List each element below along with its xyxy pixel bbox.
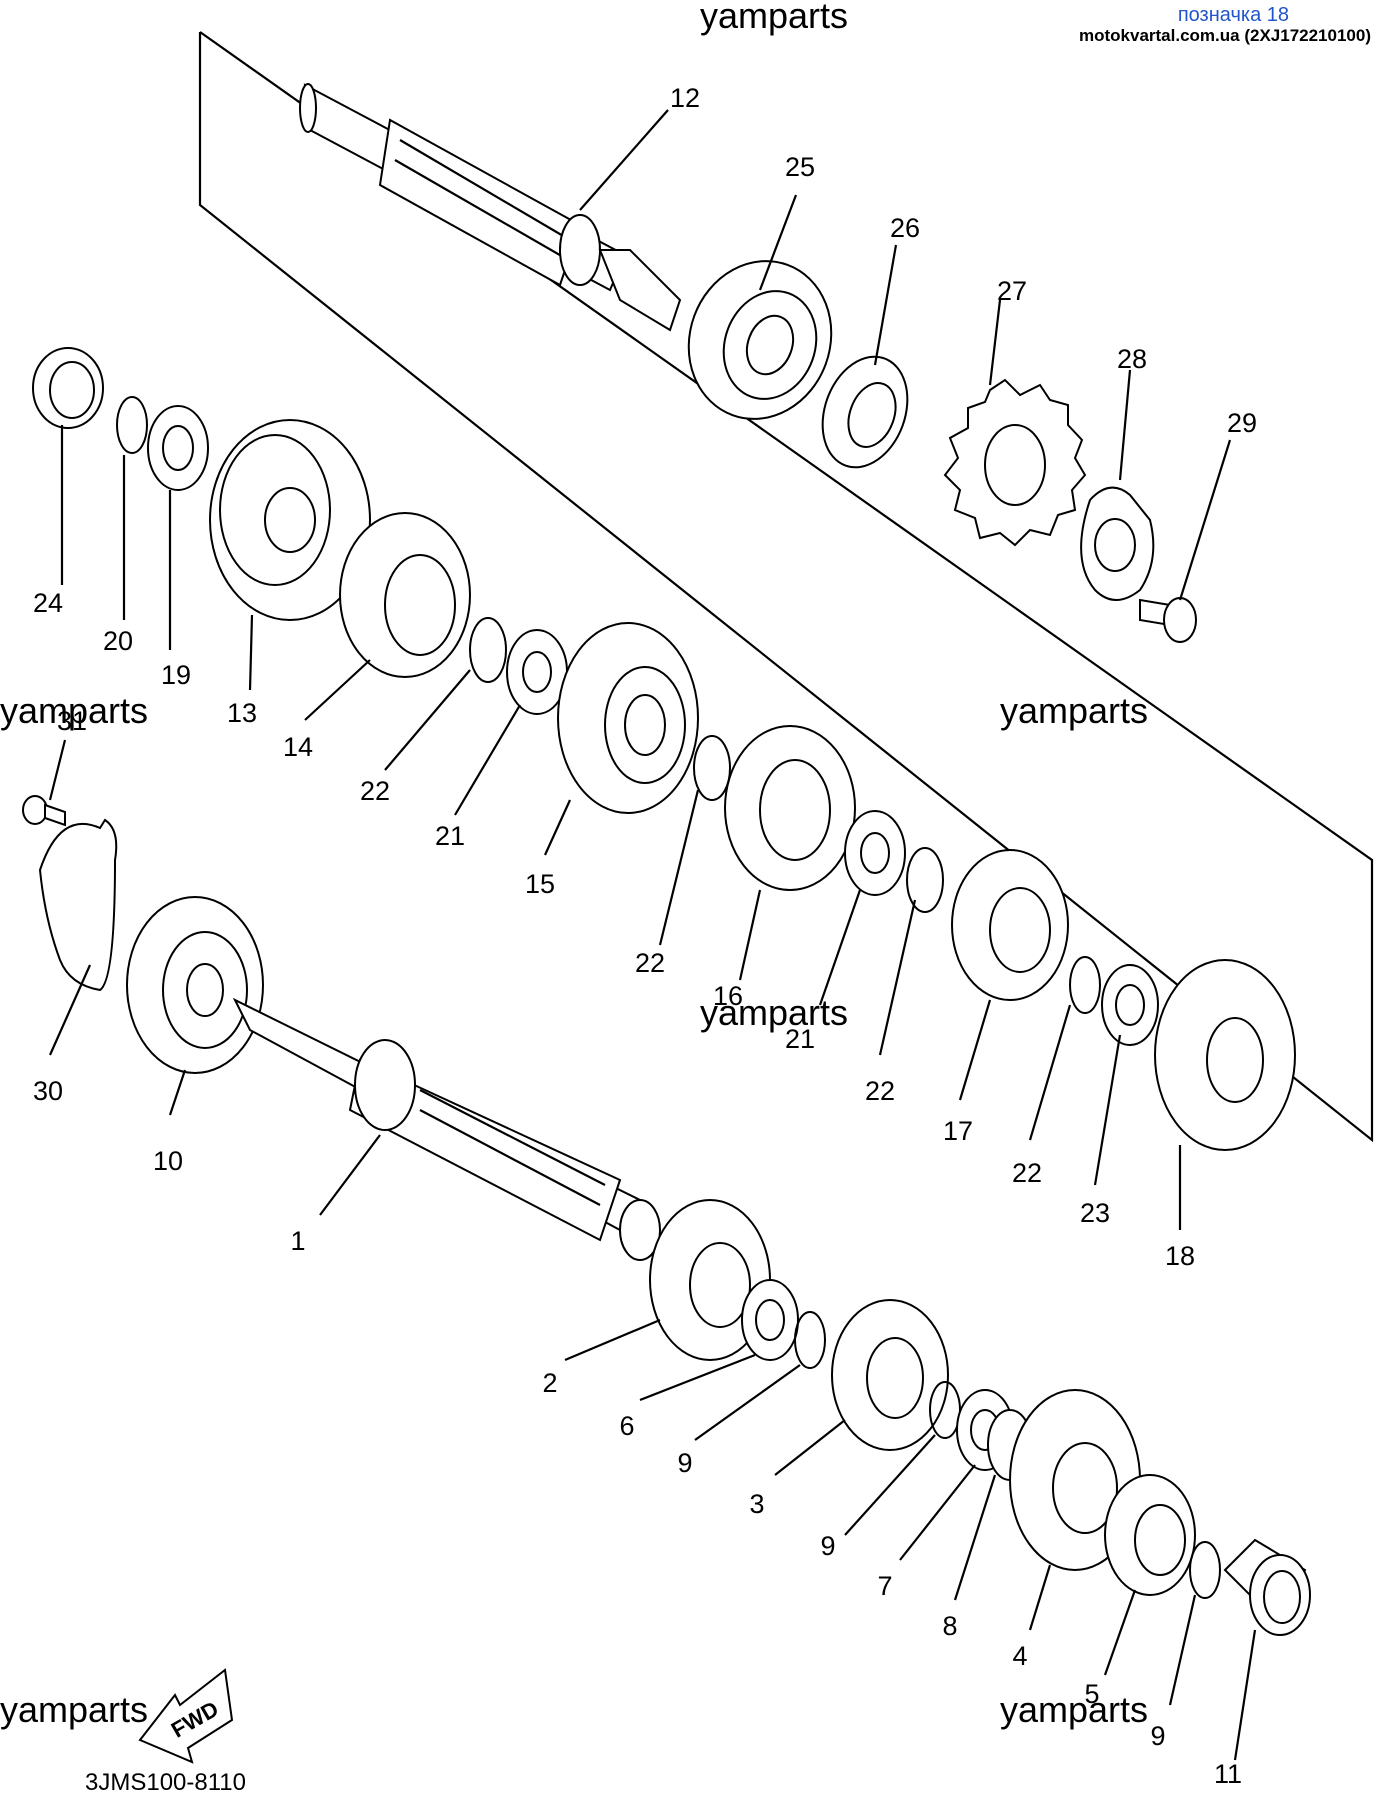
callout-31: 31 — [57, 706, 87, 736]
diagram-code: 3JMS100-8110 — [85, 1769, 246, 1796]
callout-16: 16 — [713, 981, 743, 1011]
callout-22-d: 22 — [1012, 1158, 1042, 1188]
circlip-22a — [469, 617, 507, 683]
callout-10: 10 — [153, 1146, 183, 1176]
callout-29: 29 — [1227, 408, 1257, 438]
callout-22-c: 22 — [865, 1076, 895, 1106]
callout-2: 2 — [542, 1368, 557, 1398]
callout-30: 30 — [33, 1076, 63, 1106]
callout-9-c: 9 — [1150, 1721, 1165, 1751]
gear-3 — [831, 1299, 949, 1451]
callout-17: 17 — [943, 1116, 973, 1146]
bearing-25 — [687, 260, 833, 420]
circlip-22c — [906, 847, 944, 913]
sprocket-27 — [943, 378, 1087, 547]
callout-3: 3 — [749, 1489, 764, 1519]
callout-5: 5 — [1084, 1679, 1099, 1709]
circlip-9c — [1189, 1541, 1221, 1599]
watermark-top: yamparts — [700, 0, 848, 36]
callout-24: 24 — [33, 588, 63, 618]
gear-18 — [1154, 959, 1296, 1151]
screw-31 — [22, 795, 66, 827]
watermark-bottom-right: yamparts — [1000, 1689, 1148, 1730]
washer-21a — [506, 629, 568, 715]
watermark-bottom-left: yamparts — [0, 1689, 148, 1730]
callout-23: 23 — [1080, 1198, 1110, 1228]
callout-28: 28 — [1117, 344, 1147, 374]
gear-14 — [339, 512, 471, 678]
gear-13 — [209, 419, 371, 621]
callout-6: 6 — [619, 1411, 634, 1441]
callouts: 12 25 26 27 28 29 24 20 19 13 14 22 21 1… — [33, 83, 1257, 1789]
drive-axle-frame — [198, 31, 1374, 1143]
bearing-10 — [126, 896, 264, 1074]
circlip-20 — [116, 396, 148, 454]
gear-16 — [724, 725, 856, 891]
watermark-left: yamparts — [0, 690, 148, 731]
callout-21-b: 21 — [785, 1024, 815, 1054]
callout-11: 11 — [1214, 1759, 1242, 1789]
callout-4: 4 — [1012, 1641, 1027, 1671]
bolt-29 — [1139, 597, 1197, 643]
fwd-arrow-icon: FWD — [138, 1668, 234, 1764]
washer-21b — [844, 810, 906, 896]
circlip-22b — [693, 735, 731, 801]
callout-27: 27 — [997, 276, 1027, 306]
washer-19 — [147, 405, 209, 491]
circlip-9a — [794, 1311, 826, 1369]
gear-15 — [557, 622, 699, 814]
leader-lines — [48, 109, 1257, 1761]
header-badge: позначка 18 — [1177, 4, 1289, 26]
watermark-center: yamparts — [700, 992, 848, 1033]
gear-5 — [1104, 1474, 1196, 1596]
washer-6 — [741, 1279, 799, 1361]
callout-13: 13 — [227, 698, 257, 728]
header-source: motokvartal.com.ua (2XJ172210100) — [1079, 26, 1371, 45]
oil-seal-26 — [821, 355, 909, 469]
callout-20: 20 — [103, 626, 133, 656]
callout-12: 12 — [670, 83, 700, 113]
circlip-22d — [1069, 956, 1101, 1014]
main-axle-1 — [232, 997, 661, 1261]
callout-14: 14 — [283, 732, 313, 762]
callout-18: 18 — [1165, 1241, 1195, 1271]
needle-bearing-11 — [1223, 1538, 1311, 1636]
callout-9-a: 9 — [677, 1448, 692, 1478]
callout-26: 26 — [890, 213, 920, 243]
callout-19: 19 — [161, 660, 191, 690]
callout-1: 1 — [290, 1226, 305, 1256]
callout-7: 7 — [877, 1571, 892, 1601]
needle-bearing-24 — [32, 347, 104, 429]
lock-washer-28 — [1080, 486, 1155, 601]
callout-9-b: 9 — [820, 1531, 835, 1561]
callout-21-a: 21 — [435, 821, 465, 851]
callout-25: 25 — [785, 152, 815, 182]
callout-22-a: 22 — [360, 776, 390, 806]
drive-axle-shaft — [299, 83, 682, 332]
watermark-right: yamparts — [1000, 690, 1148, 731]
callout-22-b: 22 — [635, 948, 665, 978]
bearing-plate-30 — [38, 818, 118, 992]
gear-17 — [951, 849, 1069, 1001]
callout-8: 8 — [942, 1611, 957, 1641]
washer-23 — [1101, 964, 1159, 1046]
callout-15: 15 — [525, 869, 555, 899]
